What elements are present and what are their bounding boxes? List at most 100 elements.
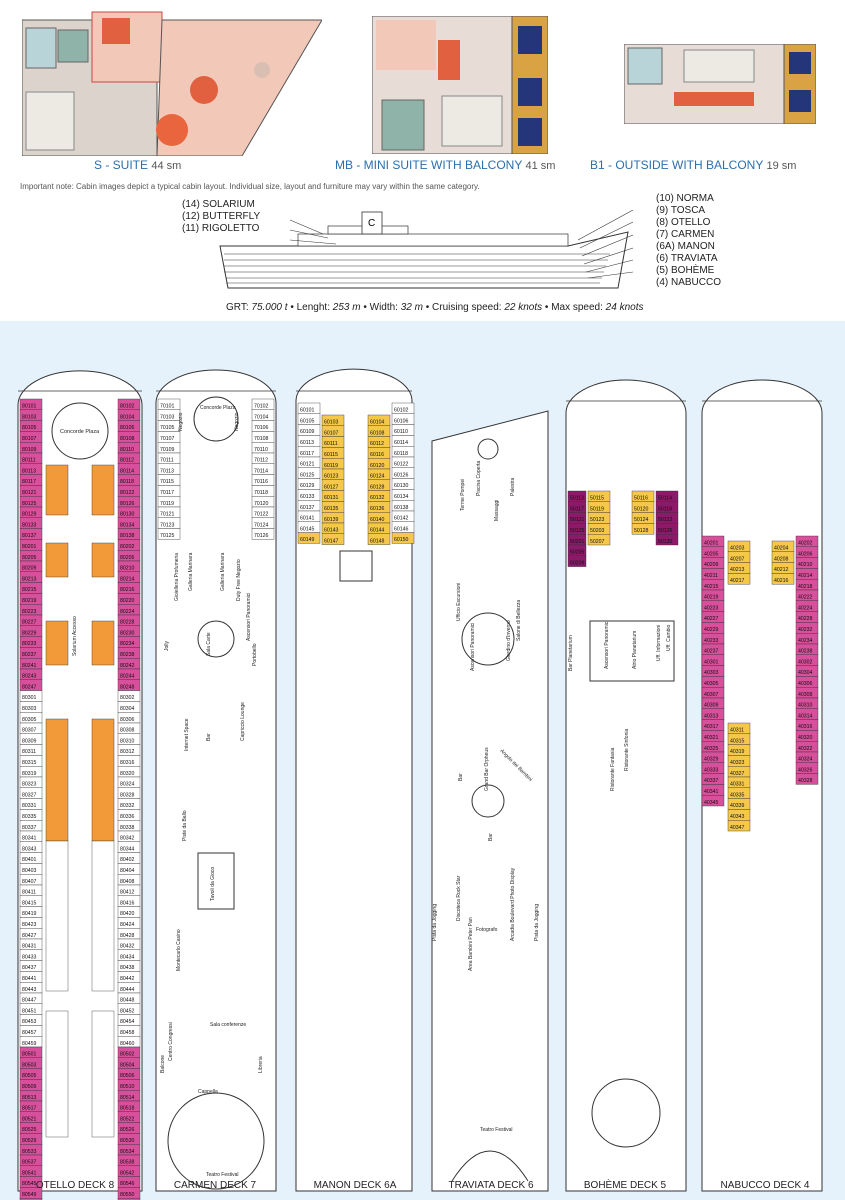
stat-label: Cruising speed: <box>432 302 502 313</box>
deck6a-left-cabin-cell <box>297 532 321 544</box>
deck4-inner-cabin-number: 40213 <box>730 567 745 573</box>
deck8-right-cabin-number: 80224 <box>120 609 135 615</box>
venue-label: Ascensori Panoramici <box>604 621 610 669</box>
deck8-left-cabin-cell <box>19 1198 43 1200</box>
deck4-right-cabin-number: 40238 <box>798 649 813 655</box>
deck7-right-cabin-number: 70118 <box>254 490 268 496</box>
deck8-inner-block <box>45 1010 69 1138</box>
deck4-right-cabin-number: 40324 <box>798 757 813 763</box>
deck8-left-cabin-number: 80451 <box>22 1008 37 1014</box>
deck8-right-cabin-number: 80402 <box>120 857 135 863</box>
deck4-inner-cabin-number: 40343 <box>730 814 745 820</box>
deck8-inner-block <box>45 840 69 992</box>
deck5-hull <box>565 379 687 1192</box>
deck8-right-cabin-number: 80122 <box>120 490 135 496</box>
deck8-inner-block <box>45 718 69 842</box>
deck8-right-cabin-number: 80526 <box>120 1127 135 1133</box>
venue-label: Massaggi <box>494 500 500 521</box>
deck8-left-cabin-number: 80407 <box>22 879 37 885</box>
deck4-right-cabin-number: 40308 <box>798 692 813 698</box>
deck8-right-cabin-number: 80206 <box>120 555 135 561</box>
venue-label: Teatro Festival <box>206 1172 239 1178</box>
deck7-right-cabin-number: 70126 <box>254 533 269 539</box>
deck4-right-cabin-number: 40304 <box>798 670 813 676</box>
ship-stats: GRT: 75.000 t • Lenght: 253 m • Width: 3… <box>226 302 644 313</box>
deck8-right-cabin-number: 80538 <box>120 1160 135 1166</box>
deck8-right-cabin-number: 80316 <box>120 760 135 766</box>
deck-name-6: TRAVIATA DECK 6 <box>448 1180 534 1191</box>
deck-label: (5) BOHÈME <box>656 265 715 276</box>
deck7-left-cabin-number: 70113 <box>160 468 174 474</box>
venue-label: Bar Planetarium <box>568 635 574 671</box>
stair-block <box>339 550 373 582</box>
deck-label: (11) RIGOLETTO <box>182 223 260 234</box>
deck8-right-cabin-number: 80438 <box>120 965 135 971</box>
deck8-left-cabin-number: 80319 <box>22 771 37 777</box>
deck8-left-cabin-number: 80117 <box>22 479 36 485</box>
deck6a-inner-cabin-number: 60108 <box>370 430 385 436</box>
deck-label: (6) TRAVIATA <box>656 253 718 264</box>
deck4-right-cabin-number: 40306 <box>798 681 813 687</box>
deck7-right-cabin-number: 70124 <box>254 522 269 528</box>
deck5-left-cabin-number: 50201 <box>570 539 585 545</box>
deck8-left-cabin-number: 80501 <box>22 1052 37 1058</box>
deck8-left-cabin-number: 80541 <box>22 1170 37 1176</box>
venue-label: Concorde Plaza <box>60 429 100 435</box>
deck6a-inner-cabin-number: 60123 <box>324 474 339 480</box>
deck6a-right-cabin-number: 60106 <box>394 418 409 424</box>
deck5-inner-cabin-number: 50116 <box>634 496 648 502</box>
deck8-left-cabin-number: 80303 <box>22 706 37 712</box>
venue-label: Balcone <box>160 1055 166 1073</box>
deck8-right-cabin-number: 80234 <box>120 641 135 647</box>
deck8-right-cabin-number: 80220 <box>120 598 135 604</box>
venue-label: Terme Pompei <box>460 479 466 511</box>
teatro-arc <box>451 1150 529 1182</box>
cabin-note: Important note: Cabin images depict a ty… <box>20 182 480 191</box>
deck8-right-cabin-number: 80302 <box>120 695 135 701</box>
deck8-inner-block <box>91 542 115 578</box>
cabin-type: MB - MINI SUITE WITH BALCONY <box>335 158 523 172</box>
deck8-left-cabin-number: 80133 <box>22 522 37 528</box>
deck-name-4: NABUCCO DECK 4 <box>720 1180 810 1191</box>
deck8-left-cabin-number: 80443 <box>22 987 37 993</box>
deck4-left-cabin-number: 40233 <box>704 638 719 644</box>
deck-label: (4) NABUCCO <box>656 277 722 288</box>
deck-label: (8) OTELLO <box>656 217 711 228</box>
deck6a-inner-cabin-number: 60148 <box>370 538 385 544</box>
deck8-left-cabin-number: 80509 <box>22 1084 37 1090</box>
deck4-left-cabin-number: 40211 <box>704 573 718 579</box>
deck8-right-cabin-number: 80510 <box>120 1084 135 1090</box>
deck8-left-cabin-number: 80323 <box>22 782 37 788</box>
deck7-left-cabin-number: 70105 <box>160 425 175 431</box>
deck8-right-cabin-number: 80336 <box>120 814 135 820</box>
stat-label: GRT: <box>226 302 249 313</box>
deck8-right-cabin-number: 80114 <box>120 468 134 474</box>
venue-label: Portobello <box>252 643 258 666</box>
deck8-left-cabin-number: 80311 <box>22 749 36 755</box>
deck8-right-cabin-number: 80308 <box>120 728 135 734</box>
concorde-plaza-dome <box>51 402 109 460</box>
deck4-inner-cabin-number: 40347 <box>730 825 745 831</box>
deck7-hull <box>155 369 277 1192</box>
deck8-right-cabin-number: 80130 <box>120 512 135 518</box>
deck8-right-cabin-number: 80542 <box>120 1170 135 1176</box>
deck5-inner-cabin-number: 50123 <box>590 517 605 523</box>
venue-label: Concorde Plaza <box>200 405 236 411</box>
venue-label: Bar <box>206 733 212 741</box>
deck4-inner-cabin-number: 40327 <box>730 771 745 777</box>
deck8-left-cabin-number: 80309 <box>22 738 37 744</box>
deck8-left-cabin-number: 80335 <box>22 814 37 820</box>
cabin-size: 41 sm <box>525 160 556 172</box>
deck8-left-cabin-number: 80205 <box>22 555 37 561</box>
deck5-inner-cabin-number: 50203 <box>590 528 605 534</box>
atrium-ring <box>461 612 515 666</box>
venue-label: Uff. Informazioni <box>656 625 662 661</box>
deck7-left-cabin-number: 70111 <box>160 458 174 464</box>
deck8-right-cabin-number: 80452 <box>120 1008 135 1014</box>
deck8-right-cabin-number: 80428 <box>120 933 135 939</box>
deck8-right-cabin-number: 80342 <box>120 836 135 842</box>
deck8-inner-block <box>45 464 69 516</box>
deck5-left-cabin-number: 50205 <box>570 550 585 556</box>
deck4-inner-cabin-cell <box>727 573 751 585</box>
deck8-right-cabin-number: 80550 <box>120 1192 135 1198</box>
